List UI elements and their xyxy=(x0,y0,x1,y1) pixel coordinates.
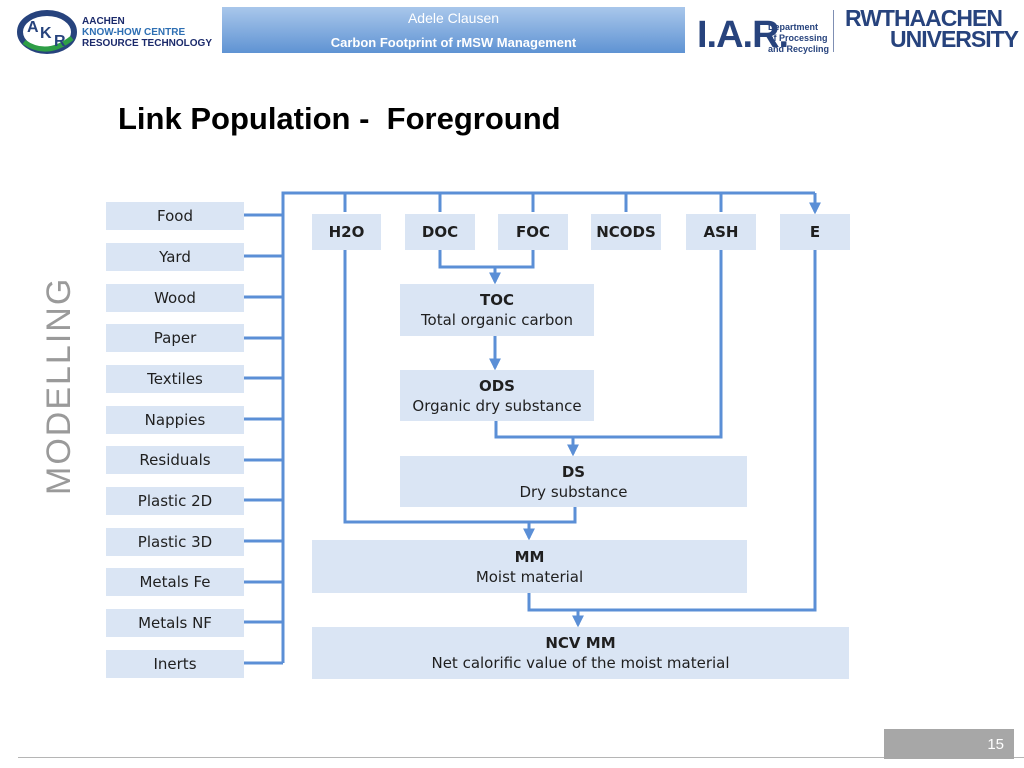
material-box-metals-fe: Metals Fe xyxy=(106,568,244,596)
iar-dept-line-1: Department xyxy=(768,22,819,32)
footer-divider xyxy=(18,757,1024,758)
calc-subtitle-toc: Total organic carbon xyxy=(420,311,574,329)
rwth-logo-line-1: RWTHAACHEN xyxy=(845,5,1003,31)
material-box-inerts: Inerts xyxy=(106,650,244,678)
parameter-box-e: E xyxy=(780,214,850,250)
calc-subtitle-mm: Moist material xyxy=(475,567,584,586)
material-box-residuals: Residuals xyxy=(106,446,244,474)
akr-logo-letter-k: K xyxy=(40,25,52,42)
header-author: Adele Clausen xyxy=(407,10,500,26)
iar-dept-line-2: of Processing xyxy=(768,33,828,43)
calc-subtitle-ncv-mm: Net calorific value of the moist materia… xyxy=(431,654,730,672)
material-box-plastic-2d: Plastic 2D xyxy=(106,487,244,515)
material-box-plastic-3d: Plastic 3D xyxy=(106,528,244,556)
header-band xyxy=(222,7,685,53)
parameter-box-h2o: H2O xyxy=(312,214,381,250)
material-box-textiles: Textiles xyxy=(106,365,244,393)
iar-department-text: Department of Processing and Recycling xyxy=(768,22,829,55)
akr-logo-letter-a: A xyxy=(27,19,39,36)
header-presentation-title: Carbon Footprint of rMSW Management xyxy=(330,35,577,50)
calc-subtitle-ods: Organic dry substance xyxy=(412,396,582,415)
calc-box-ds: DS Dry substance xyxy=(400,456,747,507)
calc-box-ods: ODS Organic dry substance xyxy=(400,370,594,421)
akr-line-knowhow: KNOW-HOW CENTRE xyxy=(82,27,186,38)
material-box-paper: Paper xyxy=(106,324,244,352)
akr-logo-text: AACHEN KNOW-HOW CENTRE RESOURCE TECHNOLO… xyxy=(82,16,212,49)
rwth-logo-line-2: UNIVERSITY xyxy=(890,26,1019,52)
material-box-wood: Wood xyxy=(106,284,244,312)
parameter-box-ash: ASH xyxy=(686,214,756,250)
calc-box-toc: TOC Total organic carbon xyxy=(400,284,594,336)
calc-subtitle-ds: Dry substance xyxy=(519,482,628,501)
logo-separator xyxy=(833,10,834,52)
calc-title-ds: DS xyxy=(561,462,586,481)
calc-title-toc: TOC xyxy=(480,291,514,309)
material-box-nappies: Nappies xyxy=(106,406,244,434)
calc-box-mm: MM Moist material xyxy=(312,540,747,593)
material-box-metals-nf: Metals NF xyxy=(106,609,244,637)
parameter-box-doc: DOC xyxy=(405,214,475,250)
akr-line-aachen: AACHEN xyxy=(82,16,125,27)
akr-logo: A K R xyxy=(17,10,77,54)
page-number: 15 xyxy=(884,729,1014,759)
material-box-yard: Yard xyxy=(106,243,244,271)
akr-line-resource: RESOURCE TECHNOLOGY xyxy=(82,38,213,49)
calc-title-mm: MM xyxy=(514,547,545,566)
calc-box-ncv-mm: NCV MM Net calorific value of the moist … xyxy=(312,627,849,679)
iar-dept-line-3: and Recycling xyxy=(768,44,830,54)
iar-logo: I.A.R. xyxy=(697,14,789,56)
slide-title: Link Population - Foreground xyxy=(118,101,561,136)
calc-title-ncv-mm: NCV MM xyxy=(545,634,616,652)
parameter-box-ncods: NCODS xyxy=(591,214,661,250)
material-box-food: Food xyxy=(106,202,244,230)
parameter-box-foc: FOC xyxy=(498,214,568,250)
calc-title-ods: ODS xyxy=(478,376,515,395)
akr-logo-letter-r: R xyxy=(54,33,66,50)
